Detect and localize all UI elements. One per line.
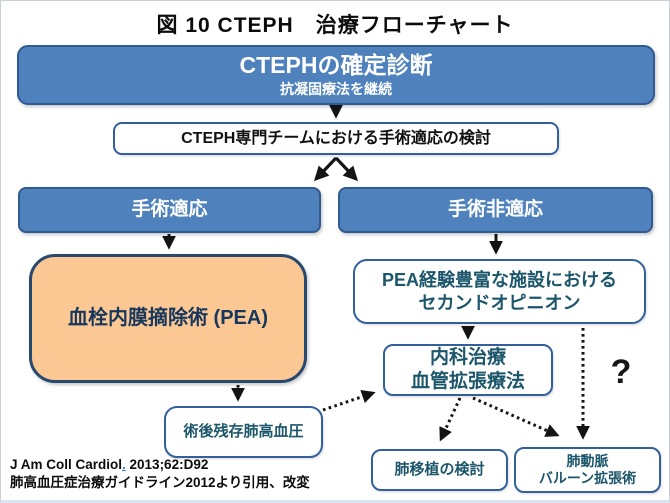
arrow-medical-to-transplant [439,397,462,442]
arrow-split-right [334,156,359,182]
node-residual-ph: 術後残存肺高血圧 [164,406,323,458]
arrow-split-left [313,156,338,182]
node-second-opinion: PEA経験豊富な施設における セカンドオピニオン [353,259,646,324]
node-medical-therapy-line1: 内科治療 [429,347,506,369]
citation-line1: J Am Coll Cardiol. 2013;62:D92 [10,456,310,474]
node-pea-surgery-label: 血栓内膜摘除術 (PEA) [68,307,268,329]
node-balloon-angioplasty-line1: 肺動脈 [566,452,609,469]
node-lung-transplant-label: 肺移植の検討 [394,460,485,478]
node-pea-surgery: 血栓内膜摘除術 (PEA) [29,254,307,383]
citation: J Am Coll Cardiol. 2013;62:D92 肺高血圧症治療ガイ… [10,456,310,492]
citation-dot: . [122,457,126,472]
node-second-opinion-line1: PEA経験豊富な施設における [381,270,617,290]
arrow-medical-to-balloon [472,396,560,437]
node-inoperable-label: 手術非適応 [447,199,543,221]
node-balloon-angioplasty: 肺動脈 バルーン拡張術 [514,447,661,493]
node-confirmed-diagnosis: CTEPHの確定診断 抗凝固療法を継続 [17,45,655,105]
node-medical-therapy: 内科治療 血管拡張療法 [383,344,553,396]
citation-journal: J Am Coll Cardiol [10,457,123,472]
node-confirmed-diagnosis-title: CTEPHの確定診断 [239,52,433,79]
node-balloon-angioplasty-line2: バルーン拡張術 [538,470,637,486]
node-inoperable: 手術非適応 [338,187,653,233]
question-mark: ? [610,353,632,391]
node-lung-transplant: 肺移植の検討 [371,449,508,491]
page-title: 図 10 CTEPH 治療フローチャート [156,14,514,37]
node-second-opinion-line2: セカンドオピニオン [418,292,581,313]
citation-ref: 2013;62:D92 [125,457,209,472]
citation-line2: 肺高血圧症治療ガイドライン2012より引用、改変 [10,475,310,491]
node-anticoagulation-note: 抗凝固療法を継続 [280,81,392,98]
node-expert-team-review: CTEPH専門チームにおける手術適応の検討 [113,122,559,155]
node-medical-therapy-line2: 血管拡張療法 [410,371,525,392]
arrow-residual-to-medical [322,390,376,412]
node-residual-ph-label: 術後残存肺高血圧 [183,422,304,440]
node-expert-team-review-label: CTEPH専門チームにおける手術適応の検討 [181,129,491,147]
node-operable: 手術適応 [18,187,321,233]
node-operable-label: 手術適応 [131,199,208,221]
